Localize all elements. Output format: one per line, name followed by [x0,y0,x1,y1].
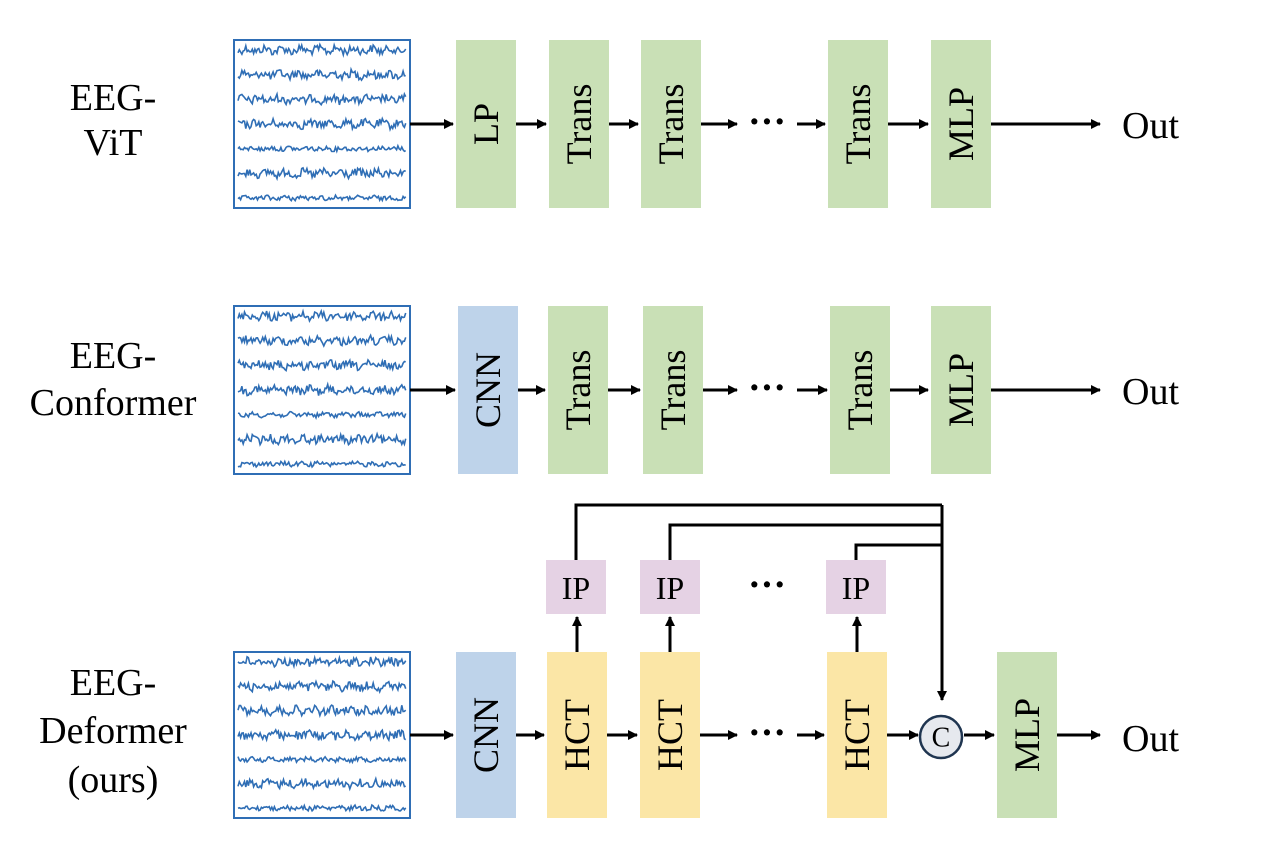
block-hct-n-label: HCT [837,699,877,771]
block-trans-n-label: Trans [840,350,880,431]
block-ip-2-label: IP [656,570,684,606]
eeg-trace [237,165,406,182]
block-trans-2 [641,40,701,208]
eeg-trace [237,308,407,324]
row-eeg-deformer: EEG- Deformer (ours) CNN HCT HCT ··· HCT… [39,503,1179,819]
eeg-trace [237,803,407,813]
ellipsis: ··· [748,101,786,143]
row-label-line3: (ours) [68,759,159,801]
row-label-line2: Deformer [39,710,187,752]
eeg-signal-icon [233,305,411,475]
eeg-trace [237,193,407,203]
concat-icon [918,714,964,760]
eeg-trace [237,42,407,58]
block-mlp-label: MLP [1007,698,1047,772]
block-hct-1-label: HCT [557,699,597,771]
block-cnn [458,306,518,474]
eeg-trace [237,143,407,154]
ellipsis: ··· [748,712,786,754]
block-hct-n [827,652,887,818]
eeg-trace [237,410,407,420]
block-ip-n [826,560,886,614]
eeg-signal-icon [233,651,411,819]
eeg-trace [237,775,406,792]
eeg-trace [237,679,407,695]
block-ip-1 [546,560,606,614]
block-trans-n-label: Trans [838,84,878,165]
output-label: Out [1122,371,1179,413]
block-trans-1 [548,306,608,474]
block-trans-1-label: Trans [558,350,598,431]
eeg-trace [237,381,407,397]
ellipsis: ··· [748,367,786,409]
eeg-trace [237,703,407,719]
arrows [410,616,1101,740]
eeg-trace [237,728,407,743]
block-mlp [931,40,991,208]
block-trans-1 [549,40,609,208]
block-lp [456,40,516,208]
block-trans-2-label: Trans [653,350,693,431]
row-eeg-vit: EEG- ViT LP Trans Trans ··· Trans MLP Ou… [70,39,1179,209]
eeg-trace [237,66,406,83]
eeg-trace [237,459,406,469]
eeg-trace [237,755,407,765]
row-label-line1: EEG- [70,335,157,377]
eeg-trace [237,654,407,670]
block-trans-n [828,40,888,208]
block-mlp-label: MLP [941,353,981,427]
block-trans-n [830,306,890,474]
block-trans-2-label: Trans [651,84,691,165]
block-lp-label: LP [466,103,506,145]
block-mlp-label: MLP [941,87,981,161]
row-label-line2: ViT [84,122,143,164]
block-ip-n-label: IP [842,570,870,606]
block-trans-2 [643,306,703,474]
block-hct-1 [547,652,607,818]
eeg-signal-icon [233,39,411,209]
block-cnn-label: CNN [468,352,508,428]
row-label-line1: EEG- [70,77,157,119]
block-hct-2 [640,652,700,818]
output-label: Out [1122,718,1179,760]
block-mlp [997,652,1057,818]
eeg-trace [237,91,407,107]
eeg-trace [237,333,407,348]
block-ip-2 [640,560,700,614]
block-cnn-label: CNN [466,697,506,773]
block-trans-1-label: Trans [559,84,599,165]
eeg-trace [237,357,406,373]
eeg-trace [237,116,407,133]
eeg-trace [237,431,407,447]
ellipsis: ··· [748,564,786,606]
output-label: Out [1122,105,1179,147]
block-hct-2-label: HCT [650,699,690,771]
concat-label: C [932,723,951,754]
row-label-line2: Conformer [30,382,197,424]
row-eeg-conformer: EEG- Conformer CNN Trans Trans ··· Trans… [30,305,1179,475]
block-cnn [456,652,516,818]
row-label-line1: EEG- [70,662,157,704]
skip-connections [574,503,947,701]
block-mlp [931,306,991,474]
block-ip-1-label: IP [562,570,590,606]
